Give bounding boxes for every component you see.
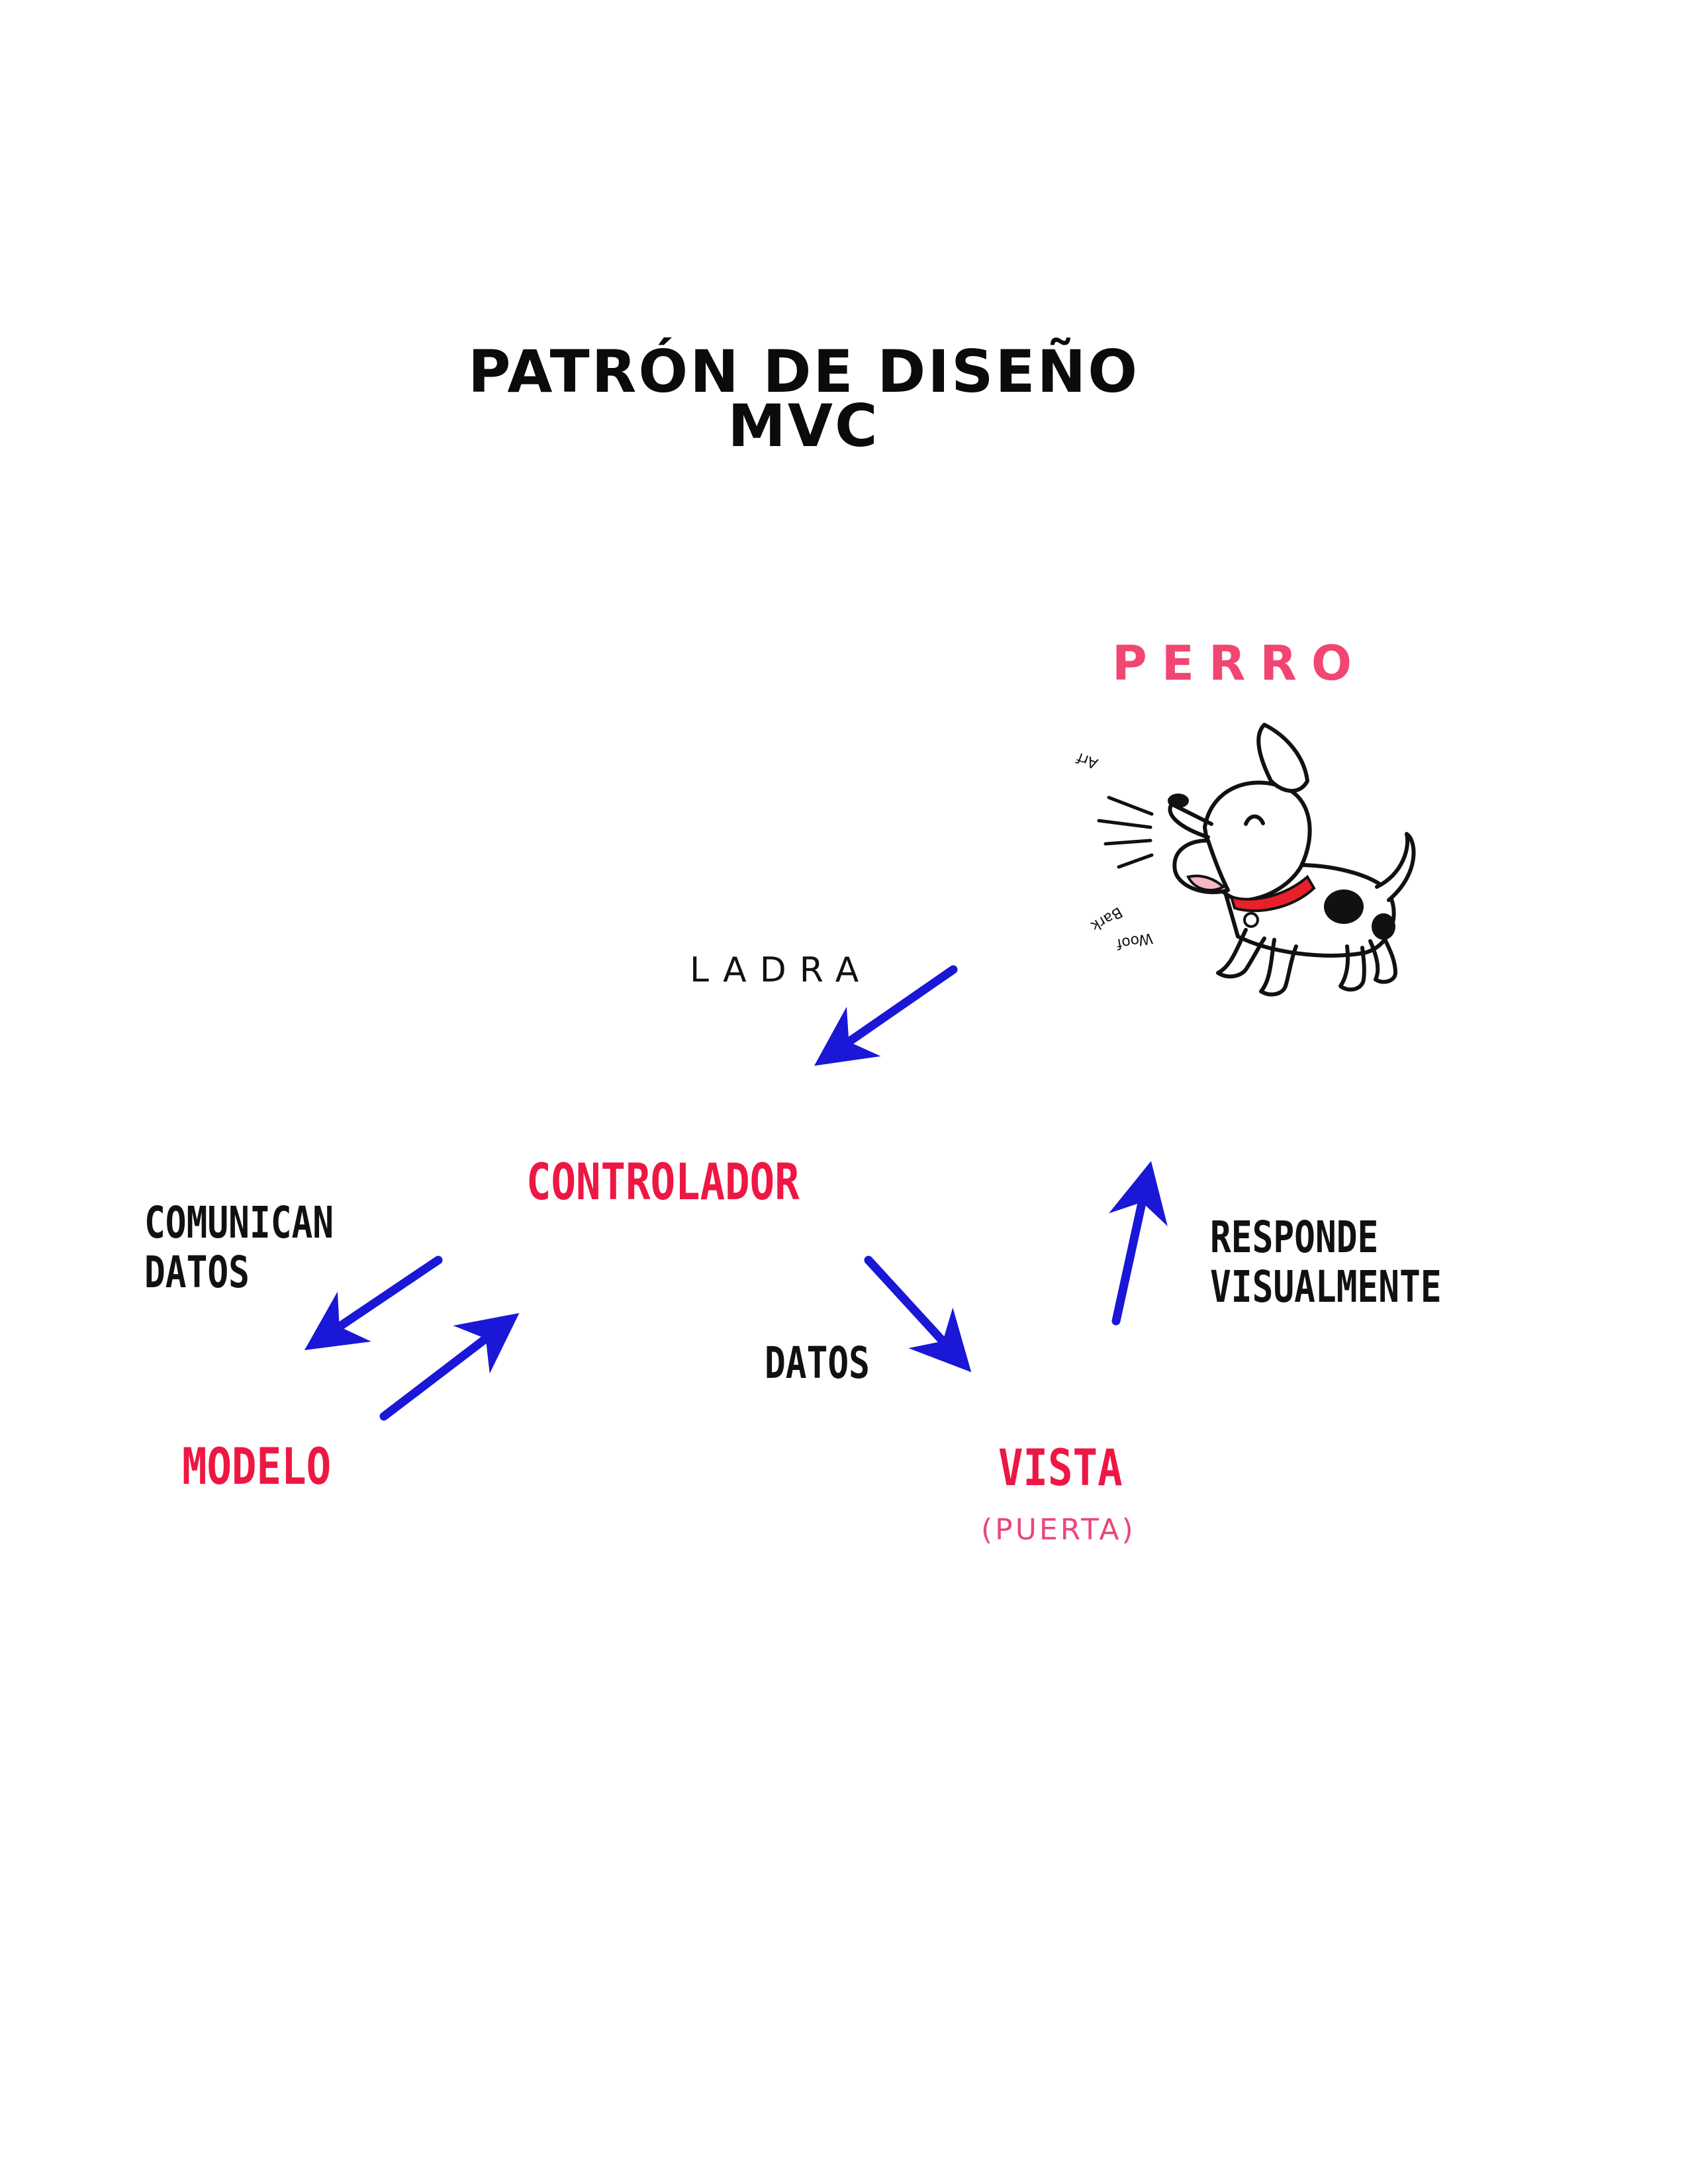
node-vista-subtitle: (PUERTA): [981, 1513, 1136, 1547]
edge-label-responde-line1: RESPONDE: [1210, 1212, 1379, 1263]
edge-label-comunican-line1: COMUNICAN: [144, 1197, 334, 1248]
edge-label-responde-visualmente: RESPONDE VISUALMENTE: [1210, 1212, 1442, 1312]
arrow-controlador-to-modelo: [304, 1255, 443, 1351]
node-modelo: MODELO: [182, 1437, 332, 1496]
node-vista: VISTA: [998, 1438, 1123, 1497]
arrow-vista-to-perro: [1108, 1161, 1168, 1326]
barking-dog-icon: Arf Bark Woof: [1074, 723, 1416, 997]
node-controlador: CONTROLADOR: [526, 1152, 800, 1211]
edge-label-datos: DATOS: [765, 1338, 870, 1388]
edge-label-ladra: LADRA: [690, 950, 872, 990]
edge-label-responde-line2: VISUALMENTE: [1210, 1261, 1442, 1313]
edge-label-comunican-line2: DATOS: [144, 1247, 250, 1298]
page-subtitle: MVC: [727, 392, 880, 460]
page-title: PATRÓN DE DISEÑO: [467, 338, 1140, 406]
edge-label-comunican-datos: COMUNICAN DATOS: [144, 1197, 334, 1298]
arrow-controlador-to-vista: [864, 1255, 972, 1373]
perro-label: PERRO: [1112, 635, 1367, 691]
arrow-modelo-to-controlador: [379, 1312, 520, 1421]
arrow-perro-to-controlador: [814, 965, 958, 1066]
